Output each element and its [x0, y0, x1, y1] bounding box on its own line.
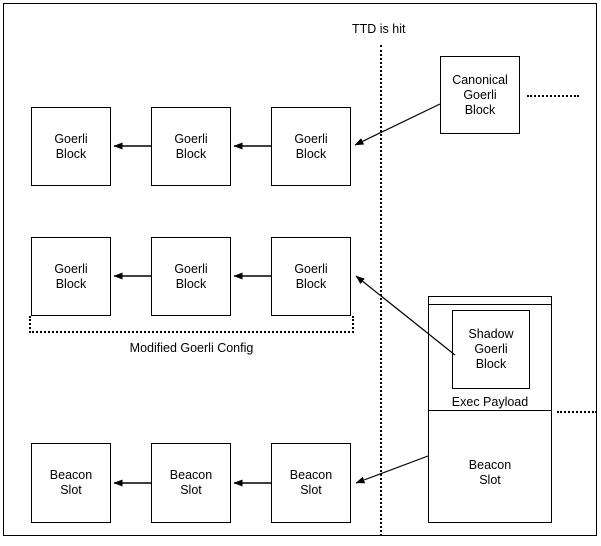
goerli-block-r1-c3[interactable]: Goerli Block: [271, 107, 351, 186]
beacon-slot-r3-c1[interactable]: Beacon Slot: [31, 443, 111, 523]
beacon-slot-r3-c2[interactable]: Beacon Slot: [151, 443, 231, 523]
canonical-chain-continuation-dots: [527, 95, 579, 97]
goerli-block-r2-c1[interactable]: Goerli Block: [31, 237, 111, 316]
ttd-annotation-label: TTD is hit: [352, 22, 406, 36]
ttd-vertical-dotted-line: [380, 45, 382, 536]
goerli-block-r2-c2[interactable]: Goerli Block: [151, 237, 231, 316]
diagram-outer-frame: [3, 3, 597, 536]
exec-payload-region[interactable]: [428, 305, 552, 411]
modified-goerli-config-group-bracket: [29, 316, 354, 333]
goerli-block-r2-c3[interactable]: Goerli Block: [271, 237, 351, 316]
container-top-band: [428, 296, 552, 305]
exec-payload-label: Exec Payload: [451, 395, 529, 409]
modified-goerli-config-label: Modified Goerli Config: [129, 341, 254, 355]
goerli-block-r1-c1[interactable]: Goerli Block: [31, 107, 111, 186]
canonical-goerli-block[interactable]: Canonical Goerli Block: [440, 56, 520, 134]
beacon-slot-r3-c3[interactable]: Beacon Slot: [271, 443, 351, 523]
beacon-chain-continuation-dots: [557, 411, 597, 413]
beacon-slot-right-label: Beacon Slot: [468, 458, 512, 487]
goerli-block-r1-c2[interactable]: Goerli Block: [151, 107, 231, 186]
shadow-goerli-block[interactable]: Shadow Goerli Block: [452, 310, 530, 389]
